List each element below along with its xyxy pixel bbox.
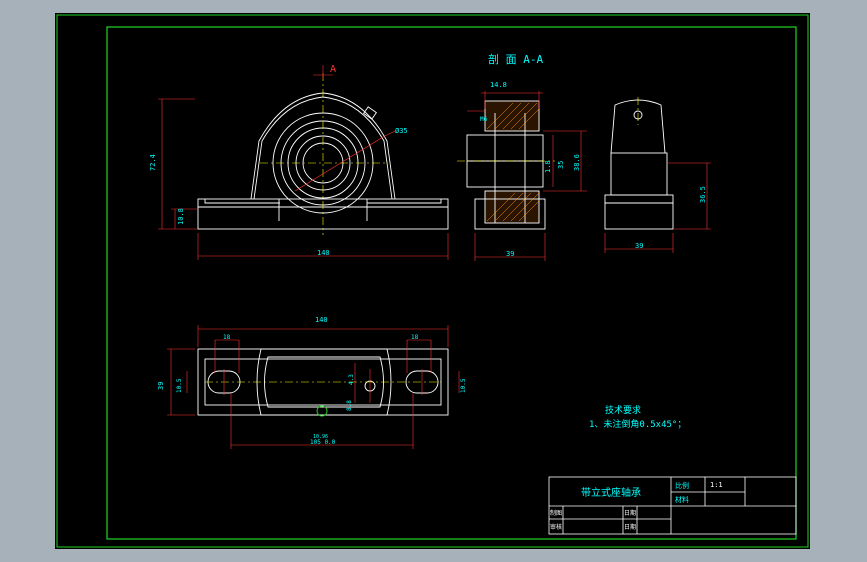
dim-side-width: 39: [635, 242, 643, 250]
dim-top-slot-h-right: 10.5: [460, 378, 467, 393]
section-marker-a: A: [330, 64, 336, 75]
outer-frame: [56, 14, 809, 548]
dim-front-bore: Ø35: [395, 127, 408, 135]
title-block-name: 带立式座轴承: [581, 486, 641, 499]
dim-top-length: 140: [315, 316, 328, 324]
tech-requirement-1: 1、未注倒角0.5x45°；: [589, 418, 686, 430]
title-block: [548, 476, 797, 535]
dim-front-height: 72.4: [149, 154, 157, 171]
dim-top-span-top: 10.96: [313, 434, 328, 440]
section-label: 剖 面 A-A: [488, 52, 543, 66]
dim-top-slot-left: 18: [223, 334, 231, 341]
dim-top-slot-h-left: 10.5: [176, 378, 183, 393]
tech-requirements-title: 技术要求: [605, 404, 641, 416]
dim-section-outer: 38.6: [573, 154, 581, 171]
dim-top-span-bottom: 105 0.0: [310, 439, 336, 446]
top-view-centerlines-red: [223, 369, 423, 403]
dim-top-slot-right: 18: [411, 334, 419, 341]
dim-section-width: 39: [506, 250, 514, 258]
side-view: [604, 99, 674, 230]
front-view-dimensions: [158, 65, 449, 260]
side-dimensions: [604, 162, 711, 253]
dim-front-base-height: 10.8: [177, 208, 185, 225]
dim-section-inner: 1.8: [544, 160, 552, 173]
dim-top-depth: 39: [157, 382, 165, 390]
dim-top-center: 4.3: [348, 374, 355, 385]
dim-side-height: 36.5: [699, 186, 707, 203]
dim-section-bore: 35: [557, 161, 565, 169]
title-block-checked-label: 审核: [550, 523, 562, 531]
title-block-date-label-1: 日期: [624, 509, 636, 517]
cad-drawing: A 72.4 10.8 140 Ø35 剖 面 A-A: [56, 14, 809, 548]
top-dimensions: [167, 325, 460, 449]
title-block-material-label: 材料: [675, 495, 689, 504]
title-block-scale-value: 1:1: [710, 481, 723, 489]
front-view-centerlines: [260, 73, 385, 235]
dim-section-top: 14.8: [490, 81, 507, 89]
title-block-scale-label: 比例: [675, 481, 689, 490]
title-block-date-label-2: 日期: [624, 523, 636, 531]
inner-frame: [106, 26, 797, 540]
dim-section-small: M6: [480, 116, 488, 123]
dim-top-hole-height: 8.8: [346, 400, 353, 411]
top-view-marker: [316, 405, 328, 417]
title-block-drawn-label: 制图: [550, 509, 562, 517]
dim-front-length: 140: [317, 249, 330, 257]
drawing-sheet: A 72.4 10.8 140 Ø35 剖 面 A-A: [55, 13, 810, 549]
section-hatch: [486, 102, 540, 222]
